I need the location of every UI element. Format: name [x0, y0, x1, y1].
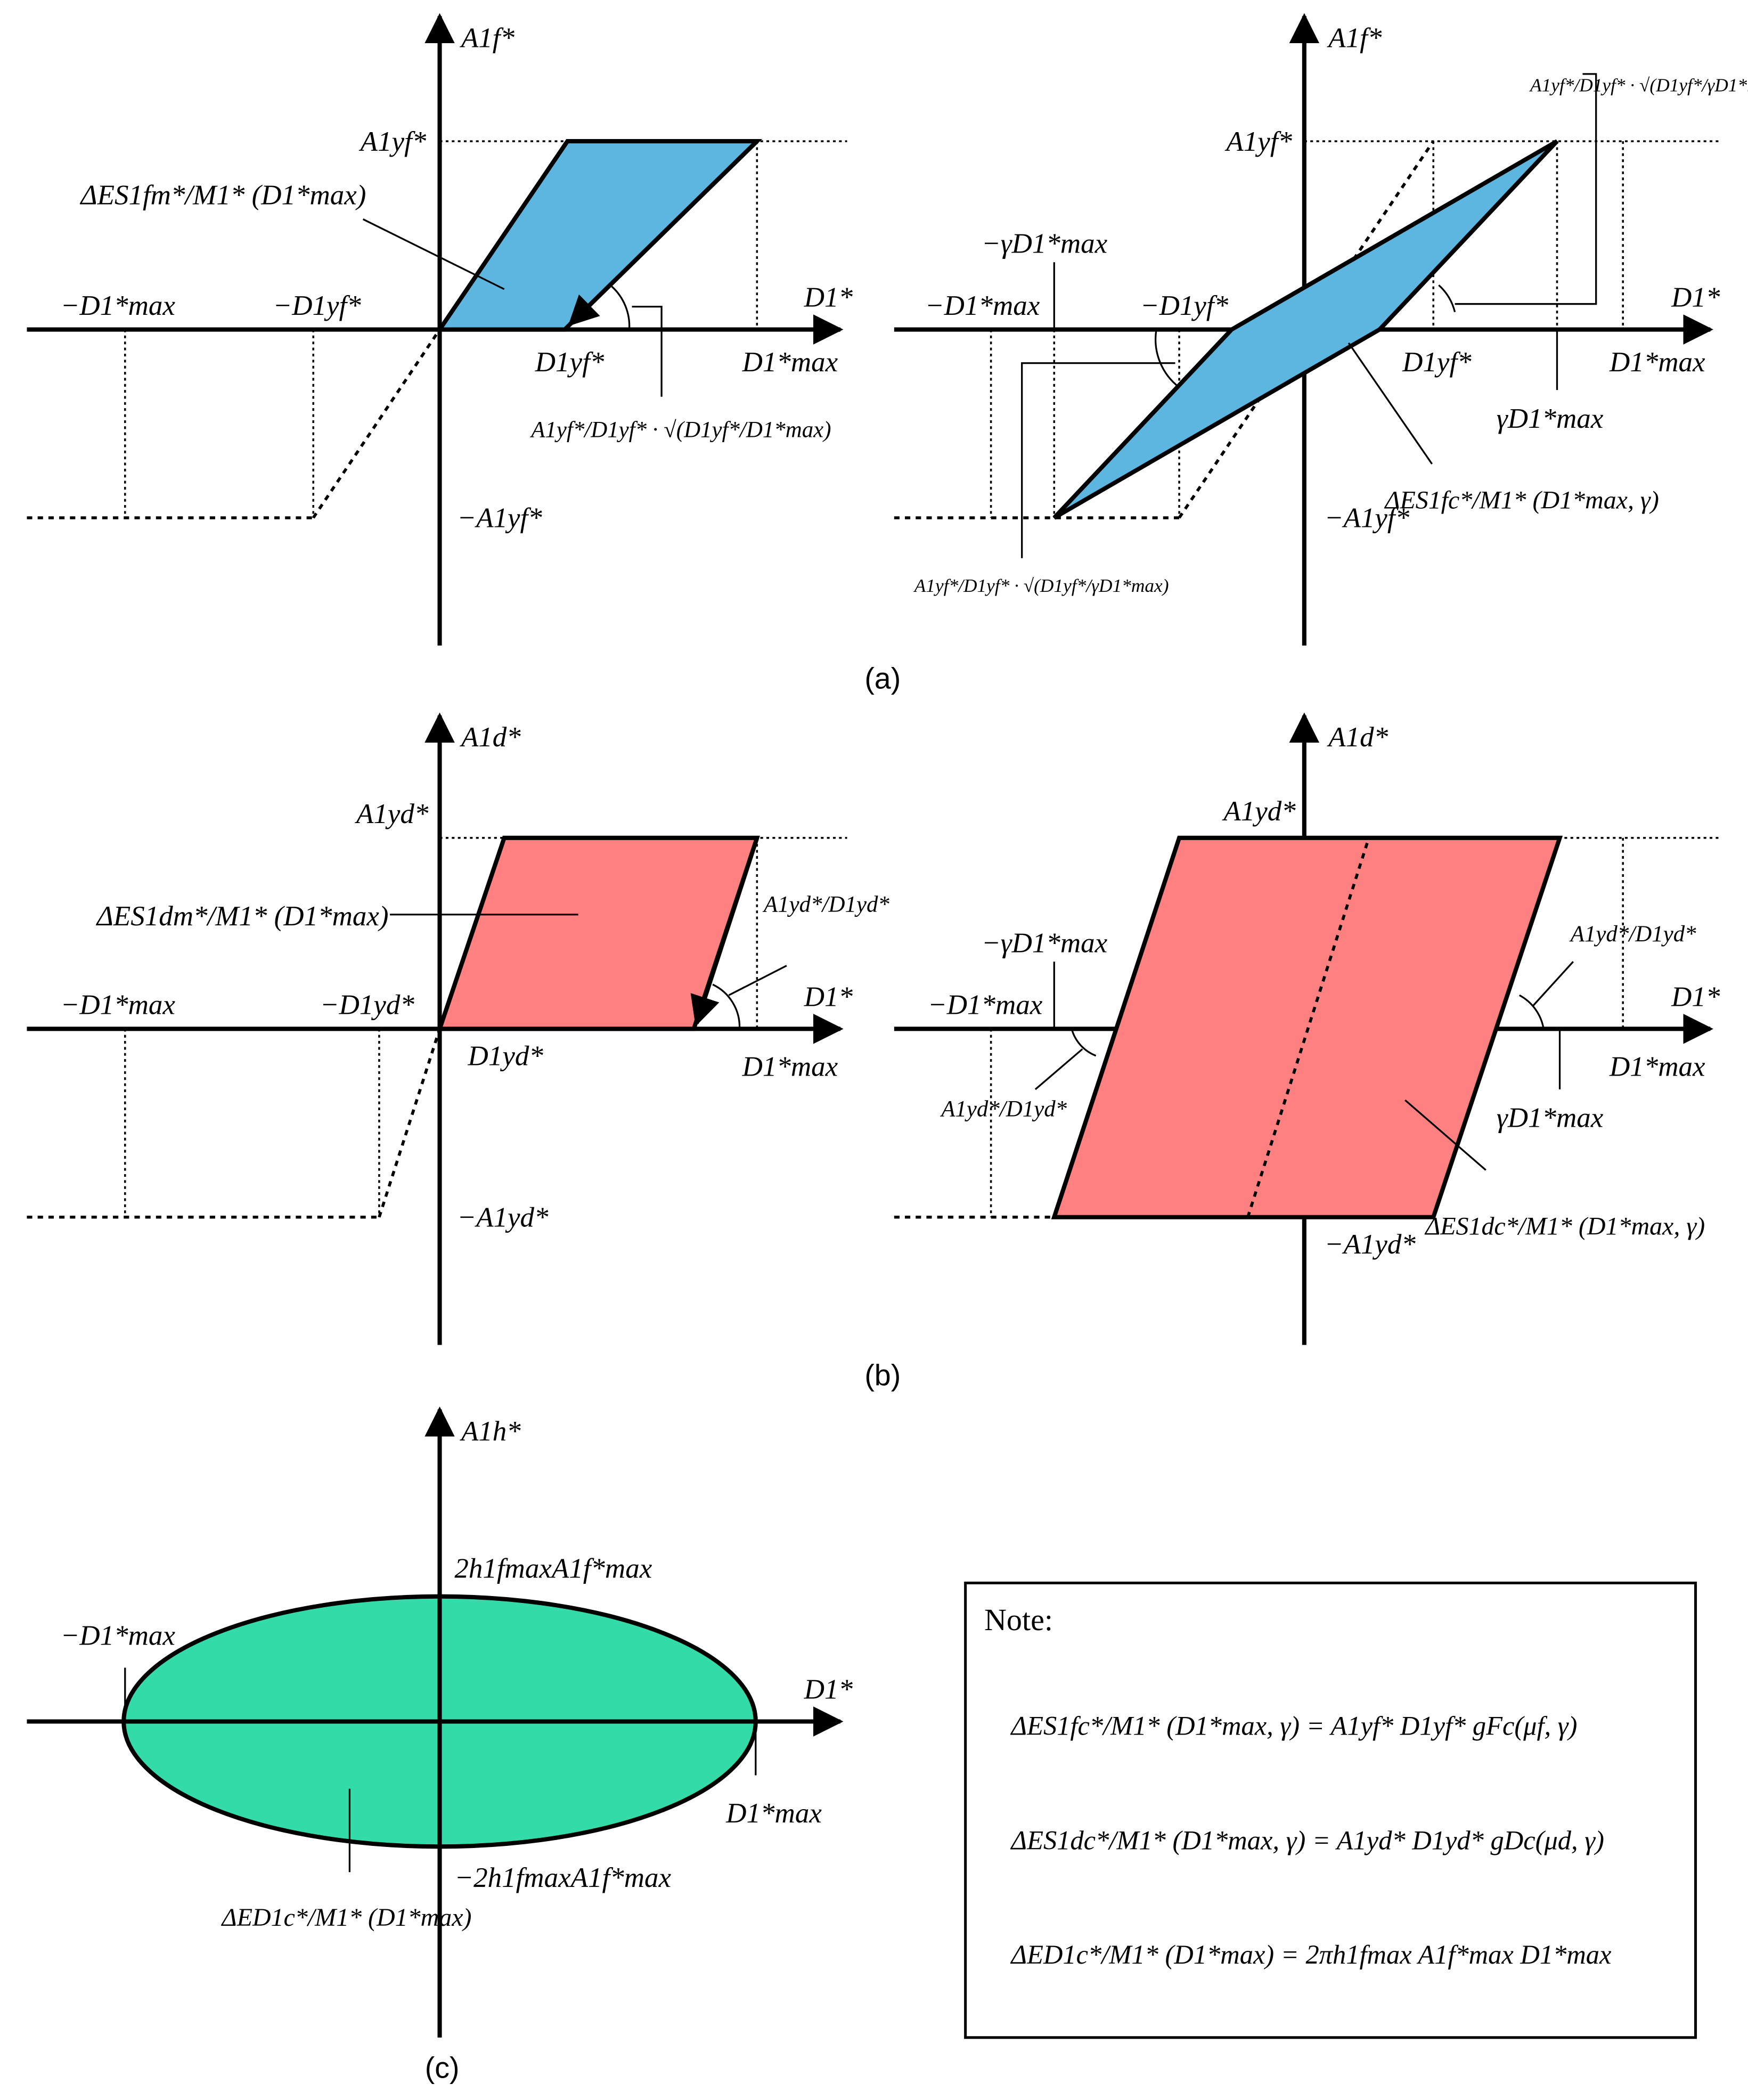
- note-eq-3: ΔED1c*/M1* (D1*max) = 2πh1fmax A1f*max D…: [1010, 1940, 1612, 1969]
- caption-b: (b): [864, 1358, 901, 1391]
- y-axis-label: A1f*: [460, 22, 515, 53]
- pos-yield-force-label: A1yf*: [359, 126, 427, 157]
- energy-label: ΔES1dm*/M1* (D1*max): [96, 901, 389, 932]
- slope-leader-top: [1455, 73, 1597, 305]
- energy-leader: [1404, 1099, 1486, 1171]
- pos-yield-disp-label: D1yf*: [1402, 347, 1472, 378]
- slope-label: A1yd*/D1yd*: [762, 892, 889, 917]
- energy-label: ΔES1fm*/M1* (D1*max): [79, 180, 366, 211]
- note-box: Note: ΔES1fc*/M1* (D1*max, γ) = A1yf* D1…: [964, 1581, 1697, 2039]
- slope-arc: [712, 983, 741, 1029]
- pos-yield-force-label: A1yd*: [1222, 796, 1296, 827]
- slope-arc: [1438, 284, 1456, 313]
- note-eq-1: ΔES1fc*/M1* (D1*max, γ) = A1yf* D1yf* gF…: [1010, 1711, 1577, 1741]
- panel-a-right: A1f* D1* A1yf* −A1yf* −γD1*max −D1*max −…: [894, 13, 1748, 646]
- slope-label-top: A1yf*/D1yf* · √(D1yf*/γD1*max): [1529, 75, 1748, 96]
- panel-b-left: A1d* D1* A1yd* −A1yd* −D1*max −D1yd* D1y…: [27, 712, 889, 1345]
- slope-label-bottom: A1yf*/D1yf* · √(D1yf*/γD1*max): [913, 575, 1169, 596]
- caption-c: (c): [425, 2052, 460, 2085]
- x-axis-label: D1*: [804, 1674, 853, 1705]
- slope-leader: [632, 305, 663, 397]
- neg-yield-force-label: −A1yd*: [1325, 1229, 1416, 1260]
- slope-leader-right: [1532, 961, 1574, 1007]
- pos-max-disp-label: D1*max: [725, 1798, 822, 1829]
- y-axis-label: A1d*: [460, 722, 521, 753]
- slope-label-left: A1yd*/D1yd*: [940, 1096, 1067, 1121]
- neg-yield-disp-label: −D1yf*: [273, 290, 361, 321]
- slope-arc: [1071, 1028, 1097, 1057]
- panel-c: A1h* D1* 2h1fmaxA1f*max −2h1fmaxA1f*max …: [27, 1406, 853, 2038]
- panel-a-left: A1f* D1* A1yf* −A1yf* −D1*max −D1yf* D1y…: [27, 13, 853, 646]
- energy-leader: [1347, 342, 1433, 465]
- x-axis-label: D1*: [1671, 282, 1720, 313]
- neg-yield-force-label: −A1yf*: [457, 503, 542, 534]
- energy-label: ΔED1c*/M1* (D1*max): [221, 1903, 472, 1932]
- energy-leader: [362, 218, 505, 290]
- hysteresis-loop: [1052, 139, 1559, 520]
- neg-max-disp-label: −D1*max: [61, 1621, 176, 1651]
- unloading-arrow: [568, 140, 759, 327]
- bottom-force-label: −2h1fmaxA1f*max: [454, 1862, 671, 1893]
- elastic-line: [378, 1028, 442, 1218]
- x-axis-label: D1*: [1671, 981, 1720, 1012]
- pos-yield-force-label: A1yd*: [355, 799, 429, 829]
- y-axis-label: A1f*: [1327, 22, 1382, 53]
- pos-max-disp-label: D1*max: [742, 347, 838, 378]
- pos-max-disp-label: D1*max: [1609, 347, 1705, 378]
- pos-yield-disp-label: D1yd*: [468, 1040, 544, 1071]
- pos-yield-disp-label: D1yf*: [535, 347, 605, 378]
- elastic-line: [312, 328, 441, 519]
- neg-yield-force-label: −A1yf*: [1325, 503, 1410, 534]
- neg-yield-disp-label: −D1yd*: [320, 990, 415, 1021]
- panel-b-right: A1d* D1* A1yd* −A1yd* −γD1*max −D1*max D…: [894, 712, 1721, 1345]
- top-force-label: 2h1fmaxA1f*max: [454, 1553, 652, 1584]
- neg-yield-force-label: −A1yd*: [457, 1202, 549, 1233]
- pos-gamma-disp-label: γD1*max: [1497, 1103, 1604, 1134]
- hysteresis-loop: [436, 835, 760, 1031]
- note-frame: [964, 1581, 1697, 2039]
- neg-max-disp-label: −D1*max: [925, 290, 1040, 321]
- pos-max-disp-label: D1*max: [1609, 1052, 1705, 1082]
- caption-a: (a): [864, 662, 901, 695]
- slope-leader-left: [1034, 1048, 1083, 1090]
- slope-leader: [728, 965, 787, 996]
- slope-label-right: A1yd*/D1yd*: [1569, 922, 1696, 947]
- y-axis-label: A1d*: [1327, 722, 1388, 753]
- slope-arc: [1519, 994, 1545, 1029]
- note-eq-2: ΔES1dc*/M1* (D1*max, γ) = A1yd* D1yd* gD…: [1010, 1825, 1604, 1855]
- unloading-arrow: [690, 837, 759, 1027]
- note-title: Note:: [984, 1602, 1053, 1637]
- x-axis-label: D1*: [804, 282, 853, 313]
- neg-max-disp-label: −D1*max: [61, 290, 176, 321]
- energy-label: ΔES1fc*/M1* (D1*max, γ): [1384, 486, 1659, 514]
- neg-gamma-disp-label: −γD1*max: [982, 229, 1108, 259]
- pos-max-disp-label: D1*max: [742, 1052, 838, 1082]
- slope-leader-bottom: [1021, 362, 1175, 558]
- pos-yield-force-label: A1yf*: [1224, 126, 1292, 157]
- elastic-line: [1246, 837, 1370, 1218]
- neg-max-disp-label: −D1*max: [928, 990, 1043, 1021]
- neg-gamma-disp-label: −γD1*max: [982, 927, 1108, 958]
- slope-arc: [611, 286, 631, 330]
- hysteresis-loop: [435, 139, 763, 332]
- neg-max-disp-label: −D1*max: [61, 990, 176, 1021]
- y-axis-label: A1h*: [460, 1416, 521, 1447]
- neg-yield-disp-label: −D1yf*: [1140, 290, 1229, 321]
- slope-label: A1yf*/D1yf* · √(D1yf*/D1*max): [529, 417, 831, 442]
- energy-label: ΔES1dc*/M1* (D1*max, γ): [1424, 1212, 1705, 1241]
- pos-gamma-disp-label: γD1*max: [1497, 403, 1604, 434]
- slope-arc: [1155, 329, 1180, 388]
- x-axis-label: D1*: [804, 981, 853, 1012]
